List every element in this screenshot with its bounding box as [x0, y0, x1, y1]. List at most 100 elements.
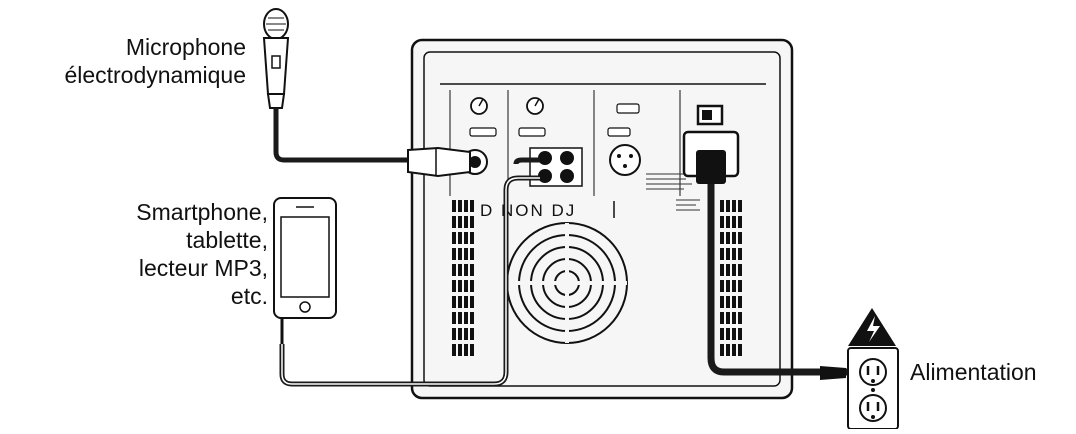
vent-slot — [720, 296, 724, 308]
vent-slot — [470, 216, 474, 228]
input-switch-icon — [469, 127, 497, 137]
vent-slot — [732, 216, 736, 228]
vent-slot — [738, 264, 742, 276]
vent-slot — [720, 280, 724, 292]
vent-slot — [726, 280, 730, 292]
vent-slot — [452, 232, 456, 244]
vent-slot — [726, 200, 730, 212]
device-label: Smartphone, tablette, lecteur MP3, etc. — [0, 198, 268, 310]
vent-slot — [452, 248, 456, 260]
vent-slot — [464, 200, 468, 212]
brand-logo-text: D NON DJ — [480, 201, 576, 220]
smartphone-icon — [273, 197, 337, 319]
vent-slot — [726, 328, 730, 340]
power-switch-icon — [696, 104, 724, 126]
vent-slot — [732, 232, 736, 244]
power-plug-connector-icon — [696, 150, 726, 184]
vent-slot — [738, 312, 742, 324]
device-label-line: lecteur MP3, — [138, 255, 268, 281]
vent-slot — [720, 344, 724, 356]
power-label: Alimentation — [910, 359, 1037, 385]
vent-slot — [470, 328, 474, 340]
vent-slot — [726, 248, 730, 260]
vent-slot — [452, 312, 456, 324]
audio-cable — [281, 177, 540, 385]
right-vent-slots — [720, 200, 742, 356]
vent-slot — [732, 264, 736, 276]
vent-slot — [464, 280, 468, 292]
volume-knob-icon — [470, 97, 488, 115]
vent-slot — [726, 232, 730, 244]
output-switch-icon — [607, 127, 631, 137]
vent-slot — [452, 344, 456, 356]
vent-slot — [470, 232, 474, 244]
vent-slot — [470, 248, 474, 260]
vent-slot — [458, 248, 462, 260]
left-vent-slots — [452, 200, 474, 356]
device-label-line: etc. — [230, 283, 268, 309]
vent-slot — [458, 296, 462, 308]
microphone-label-line: Microphone — [125, 34, 246, 60]
vent-slot — [738, 200, 742, 212]
vent-slot — [464, 312, 468, 324]
vent-slot — [720, 264, 724, 276]
vent-slot — [470, 264, 474, 276]
vent-slot — [738, 296, 742, 308]
vent-slot — [470, 344, 474, 356]
vent-slot — [738, 216, 742, 228]
vent-slot — [726, 296, 730, 308]
vent-slot — [470, 280, 474, 292]
vent-slot — [720, 216, 724, 228]
vent-slot — [720, 232, 724, 244]
vent-slot — [726, 264, 730, 276]
vent-slot — [458, 264, 462, 276]
speaker-grille-icon — [506, 222, 628, 344]
vent-slot — [470, 200, 474, 212]
xlr-plug-icon — [407, 146, 471, 178]
speaker-back-panel: D NON DJ — [410, 38, 794, 400]
vent-slot — [458, 200, 462, 212]
volume-knob-icon — [526, 97, 544, 115]
device-label-line: tablette, — [186, 227, 268, 253]
vent-slot — [732, 280, 736, 292]
vent-slot — [726, 344, 730, 356]
microphone-label-line: électrodynamique — [64, 62, 246, 88]
vent-slot — [452, 264, 456, 276]
high-voltage-warning-icon — [848, 308, 896, 346]
vent-slot — [726, 312, 730, 324]
spec-text-block — [646, 173, 700, 211]
vent-slot — [732, 248, 736, 260]
vent-slot — [458, 280, 462, 292]
vent-slot — [452, 328, 456, 340]
vent-slot — [464, 248, 468, 260]
vent-slot — [452, 200, 456, 212]
mode-switch-icon — [616, 103, 640, 114]
vent-slot — [464, 296, 468, 308]
vent-slot — [464, 232, 468, 244]
vent-slot — [738, 248, 742, 260]
vent-slot — [464, 344, 468, 356]
power-cable — [707, 184, 850, 376]
device-label-line: Smartphone, — [136, 199, 268, 225]
vent-slot — [452, 296, 456, 308]
vent-slot — [458, 344, 462, 356]
vent-slot — [458, 216, 462, 228]
vent-slot — [464, 328, 468, 340]
vent-slot — [458, 232, 462, 244]
vent-slot — [458, 312, 462, 324]
vent-slot — [720, 328, 724, 340]
vent-slot — [470, 312, 474, 324]
vent-slot — [470, 296, 474, 308]
vent-slot — [732, 328, 736, 340]
vent-slot — [738, 328, 742, 340]
rca-cable-branch — [513, 157, 540, 165]
vent-slot — [452, 216, 456, 228]
input-switch-icon — [518, 127, 546, 137]
microphone-icon — [262, 8, 290, 109]
vent-slot — [720, 248, 724, 260]
vent-slot — [732, 200, 736, 212]
vent-slot — [464, 264, 468, 276]
power-plug-icon — [820, 366, 846, 380]
